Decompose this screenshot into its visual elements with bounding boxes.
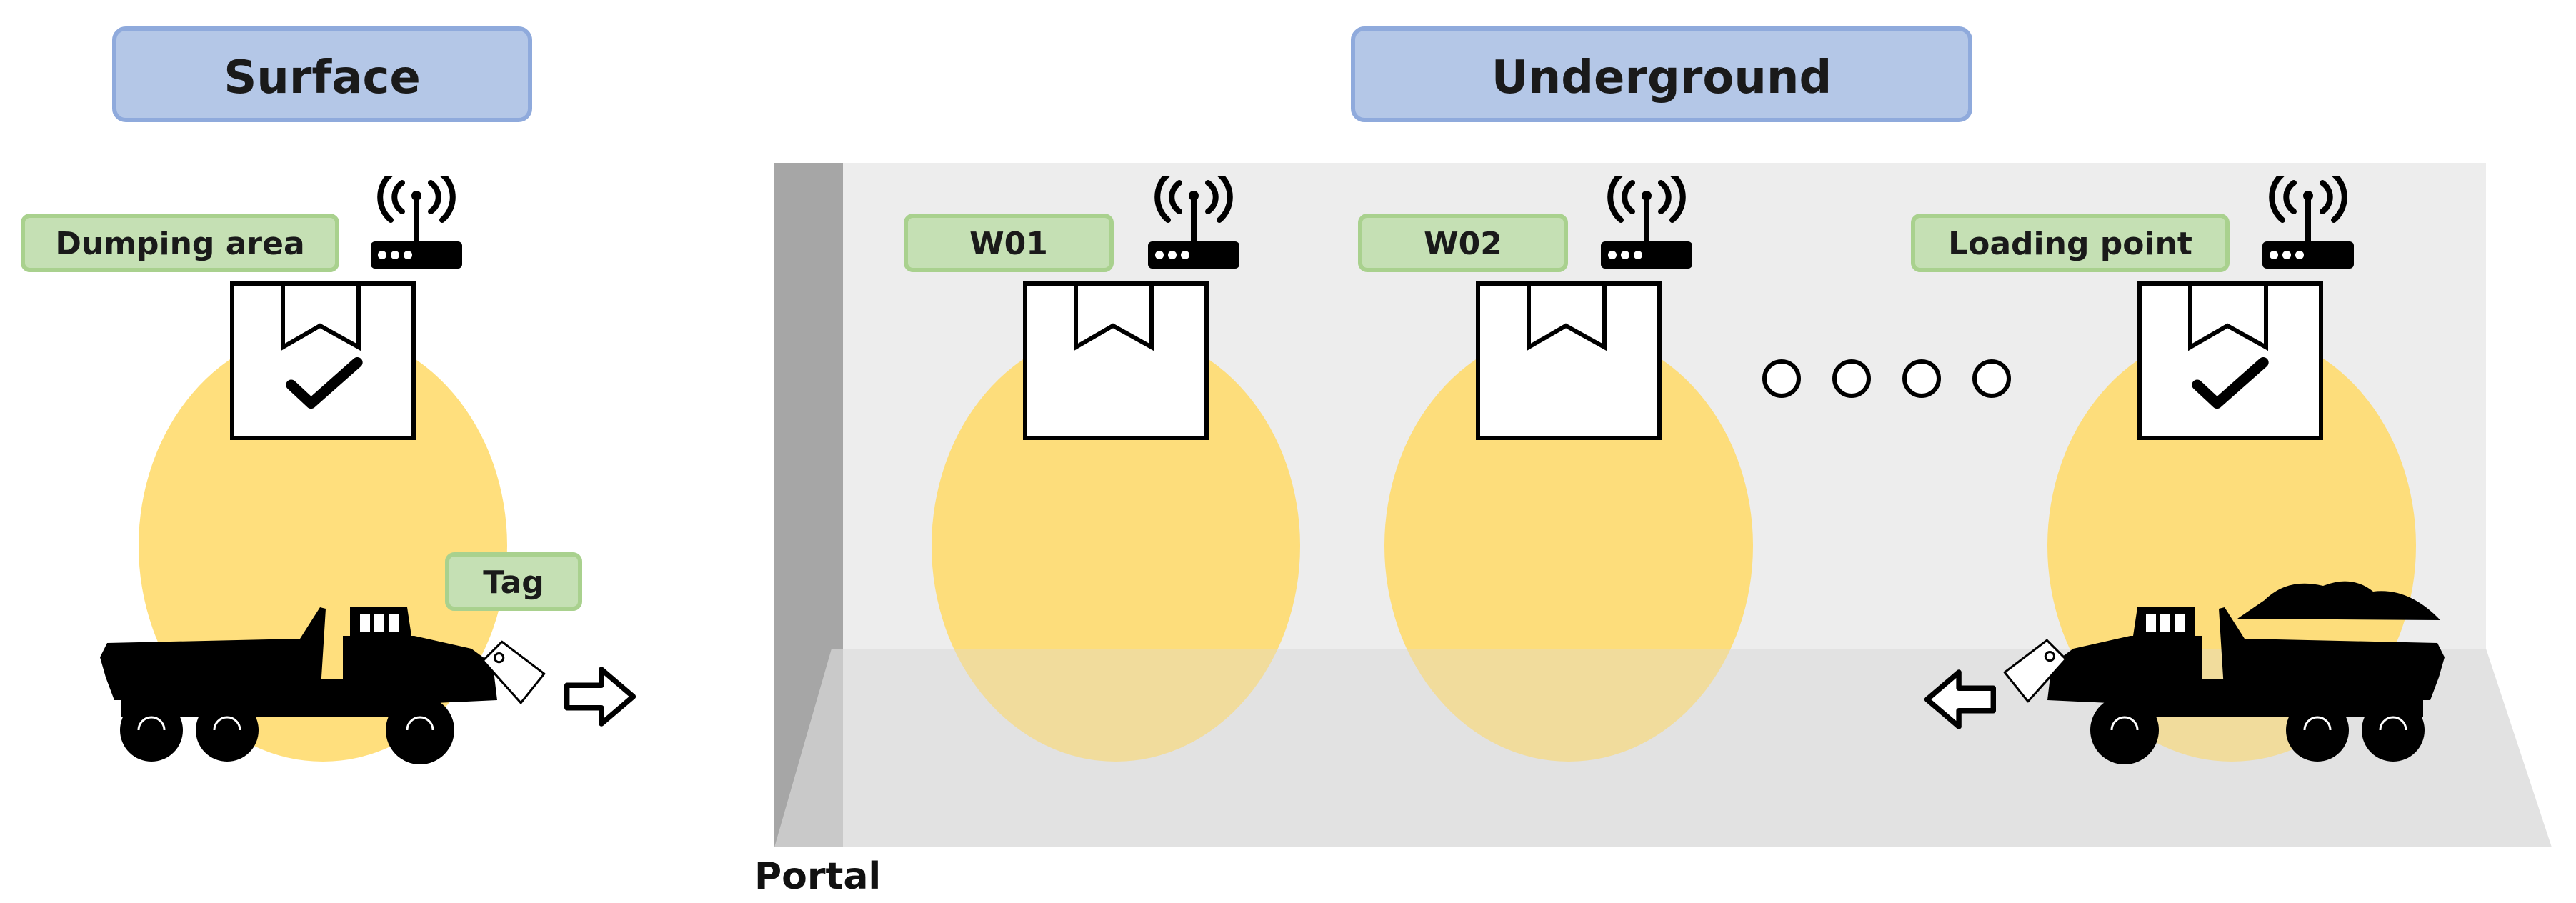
checkpoint-w01 [1025,284,1207,438]
tag-label: Tag [483,564,544,601]
dumping-area-label: Dumping area [55,226,304,262]
underground-header-label: Underground [1492,51,1832,104]
portal-label: Portal [754,855,881,898]
w01-label: W01 [969,226,1048,262]
checkpoint-loading [2140,284,2321,438]
surface-header: Surface [112,26,532,122]
label-w02: W02 [1358,214,1568,272]
w02-label: W02 [1424,226,1502,262]
wifi-router-icon [371,174,462,269]
box-icon [1478,284,1659,438]
box-icon [232,284,414,438]
surface-header-label: Surface [224,51,421,104]
label-loading-point: Loading point [1911,214,2230,272]
underground-header: Underground [1351,26,1972,122]
checkpoint-w02 [1478,284,1659,438]
box-icon [1025,284,1207,438]
loading-point-label: Loading point [1948,226,2192,262]
arrow-right-icon [567,669,634,724]
box-icon [2140,284,2321,438]
label-w01: W01 [904,214,1114,272]
underground-truck [1927,581,2446,764]
checkpoint-dumping [232,284,414,438]
ellipsis-circles-icon [1762,359,2011,398]
label-dumping-area: Dumping area [21,214,339,272]
ore-load-icon [2237,581,2440,620]
portal-floor-edge [774,649,843,847]
label-tag: Tag [445,552,582,611]
